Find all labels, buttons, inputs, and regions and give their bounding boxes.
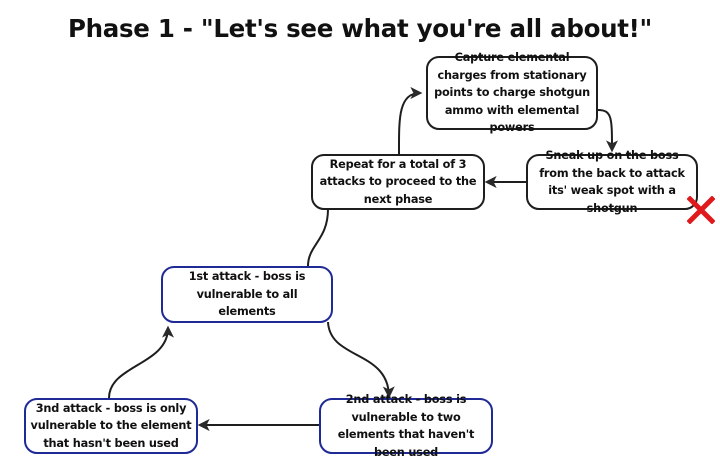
node-capture-charges-text: Capture elemental charges from stationar…: [434, 51, 590, 135]
node-attack-3-text: 3nd attack - boss is only vulnerable to …: [30, 401, 192, 450]
x-mark-icon: [687, 196, 715, 224]
node-repeat: Repeat for a total of 3 attacks to proce…: [311, 154, 485, 210]
node-attack-2: 2nd attack - boss is vulnerable to two e…: [319, 393, 493, 459]
node-sneak-attack-text: Sneak up on the boss from the back to at…: [539, 149, 685, 215]
node-attack-1: 1st attack - boss is vulnerable to all e…: [161, 266, 333, 323]
node-repeat-text: Repeat for a total of 3 attacks to proce…: [319, 157, 477, 206]
diagram-title: Phase 1 - "Let's see what you're all abo…: [67, 14, 653, 43]
node-attack-2-text: 2nd attack - boss is vulnerable to two e…: [337, 393, 475, 459]
line-repeat-to-attack1: [307, 208, 329, 267]
arrow-attack1-to-attack2: [327, 321, 395, 399]
arrow-capture-to-sneak: [597, 109, 618, 153]
node-attack-3: 3nd attack - boss is only vulnerable to …: [24, 398, 198, 454]
node-capture-charges: Capture elemental charges from stationar…: [426, 51, 598, 134]
arrow-repeat-to-capture: [397, 87, 423, 155]
node-attack-1-text: 1st attack - boss is vulnerable to all e…: [188, 270, 306, 319]
arrow-attack3-to-attack1: [108, 325, 174, 399]
node-sneak-attack: Sneak up on the boss from the back to at…: [526, 149, 698, 215]
